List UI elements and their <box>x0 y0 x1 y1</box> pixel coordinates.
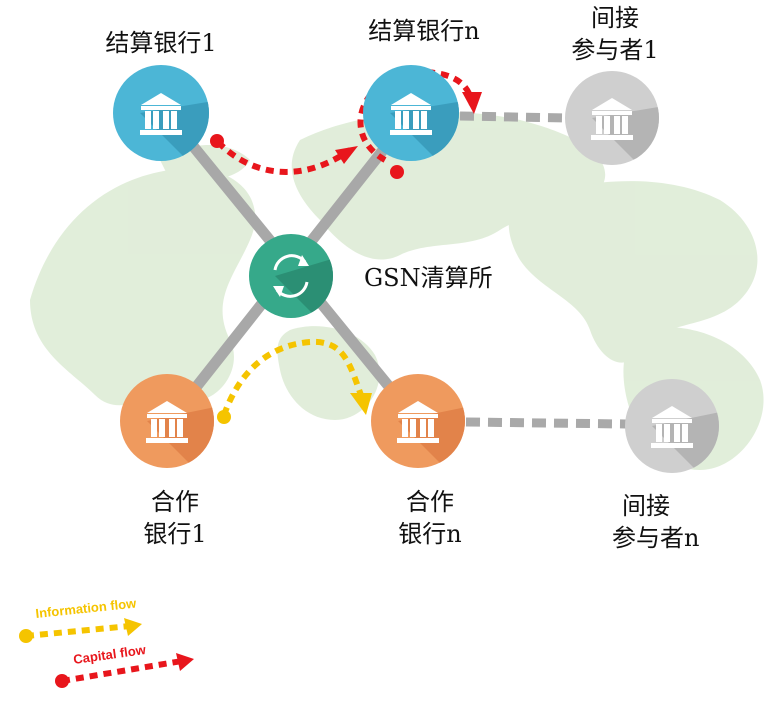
legend-information-dot <box>19 629 33 643</box>
indirect-participant-n-label-line2: 参与者n <box>612 524 700 552</box>
partner-bank-n-label: 合作 银行n <box>380 486 480 550</box>
partner-bank-1-label: 合作 银行1 <box>130 486 220 550</box>
capital-flow-start-1 <box>210 134 224 148</box>
settlement-bank-n-label: 结算银行n <box>368 17 480 45</box>
legend-capital-head <box>176 653 194 671</box>
partner-bank-n-node <box>371 374 465 468</box>
gsn-clearing-house-label: GSN清算所 <box>364 264 493 292</box>
information-flow-head <box>350 393 372 415</box>
legend-capital-line <box>61 658 183 684</box>
legend-information-label: Information flow <box>35 595 138 621</box>
capital-flow-head-1 <box>335 146 358 164</box>
legend-capital-dot <box>55 674 69 688</box>
legend: Information flow Capital flow <box>19 595 194 688</box>
indirect-links <box>459 111 627 429</box>
capital-flow-start-2 <box>390 165 404 179</box>
legend-information-head <box>124 618 142 636</box>
partner-bank-1-label-line2: 银行1 <box>143 520 207 548</box>
information-flow-start <box>217 410 231 424</box>
indirect-participant-n-label-line1: 间接 <box>622 492 670 520</box>
indirect-participant-n-label: 间接 参与者n <box>612 490 732 554</box>
capital-flow-arrow-1 <box>215 139 352 175</box>
link-settlementn-indirect1 <box>459 111 567 123</box>
indirect-participant-1-label: 间接 参与者1 <box>560 2 670 66</box>
indirect-participant-1-label-line2: 参与者1 <box>571 36 659 64</box>
capital-flow-head-2 <box>462 92 482 114</box>
information-flow-arrow <box>221 338 365 417</box>
partner-bank-n-label-line1: 合作 <box>406 488 454 516</box>
link-partnern-indirectn <box>465 417 627 429</box>
legend-information-line <box>25 623 131 639</box>
partner-bank-n-label-line2: 银行n <box>398 520 462 548</box>
partner-bank-1-label-line1: 合作 <box>151 488 199 516</box>
sync-arrows-icon <box>273 254 309 298</box>
legend-capital-label: Capital flow <box>72 642 147 667</box>
settlement-bank-1-label: 结算银行1 <box>105 29 217 57</box>
indirect-participant-1-label-line1: 间接 <box>591 4 639 32</box>
